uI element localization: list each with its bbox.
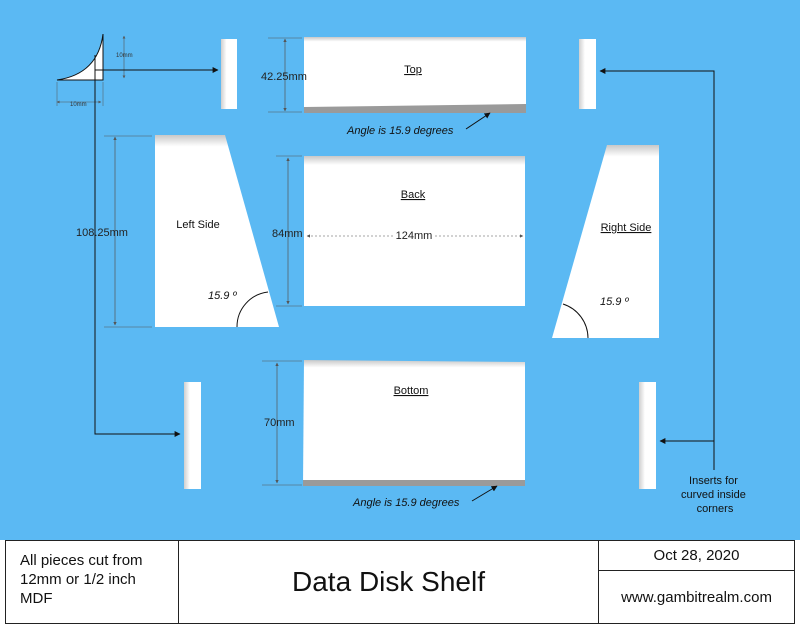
material-line-3: MDF xyxy=(20,590,53,607)
insert-top-right xyxy=(579,39,596,109)
material-line-2: 12mm or 1/2 inch xyxy=(20,571,136,588)
title-block: All pieces cut from 12mm or 1/2 inch MDF… xyxy=(5,540,795,624)
inserts-note-line-2: curved inside xyxy=(681,489,746,501)
website: www.gambitrealm.com xyxy=(621,588,772,606)
bottom-height-dim-label: 70mm xyxy=(264,417,295,429)
inserts-note-line-1: Inserts for xyxy=(689,475,738,487)
panel-right-side: Right Side 15.9 º xyxy=(552,145,659,339)
panel-back: Back 124mm 84mm xyxy=(272,155,525,307)
panel-left-side-label: Left Side xyxy=(176,219,219,231)
top-angle-note: Angle is 15.9 degrees xyxy=(346,125,454,137)
leader-to-bottom-insert xyxy=(94,70,181,437)
left-angle-arc xyxy=(236,291,269,328)
insert-horizontal-dim-label: 10mm xyxy=(70,102,87,108)
panel-back-label: Back xyxy=(401,189,426,201)
insert-top-left xyxy=(221,39,237,109)
inserts-note-line-3: corners xyxy=(697,503,734,515)
left-angle-label: 15.9 º xyxy=(208,290,237,302)
panel-top: Top 42.25mm Angle is 15.9 degrees xyxy=(261,37,526,137)
insert-detail: 10mm 10mm xyxy=(56,33,219,437)
panel-right-side-label: Right Side xyxy=(601,222,652,234)
material-line-1: All pieces cut from xyxy=(20,552,143,569)
bottom-angle-note: Angle is 15.9 degrees xyxy=(352,497,460,509)
top-angle-leader xyxy=(465,112,491,130)
right-angle-label: 15.9 º xyxy=(600,296,629,308)
panel-bottom: Bottom 70mm Angle is 15.9 degrees xyxy=(262,360,525,509)
cutting-diagram: 10mm 10mm Top 42.25mm Angle is 15.9 degr… xyxy=(0,0,800,540)
bottom-angle-leader xyxy=(471,485,498,502)
inserts-note: Inserts for curved inside corners xyxy=(681,475,749,515)
panel-left-side: Left Side 15.9 º 108.25mm xyxy=(76,135,279,328)
side-height-dim-label: 108.25mm xyxy=(76,227,128,239)
back-width-dim-label: 124mm xyxy=(396,230,433,242)
material-note: All pieces cut from 12mm or 1/2 inch MDF xyxy=(6,541,179,623)
insert-vertical-dim-label: 10mm xyxy=(116,53,133,59)
drawing-title: Data Disk Shelf xyxy=(179,541,599,623)
leader-to-top-right-insert xyxy=(599,68,715,470)
inserts-callout: Inserts for curved inside corners xyxy=(599,68,749,515)
insert-bottom-right xyxy=(639,382,656,489)
drawing-date: Oct 28, 2020 xyxy=(599,541,794,571)
panel-bottom-label: Bottom xyxy=(394,385,429,397)
insert-profile xyxy=(56,33,104,81)
insert-bottom-left xyxy=(184,382,201,489)
back-height-dim-label: 84mm xyxy=(272,228,303,240)
right-angle-arc xyxy=(562,303,589,339)
panel-top-label: Top xyxy=(404,64,422,76)
top-height-dim-label: 42.25mm xyxy=(261,71,307,83)
